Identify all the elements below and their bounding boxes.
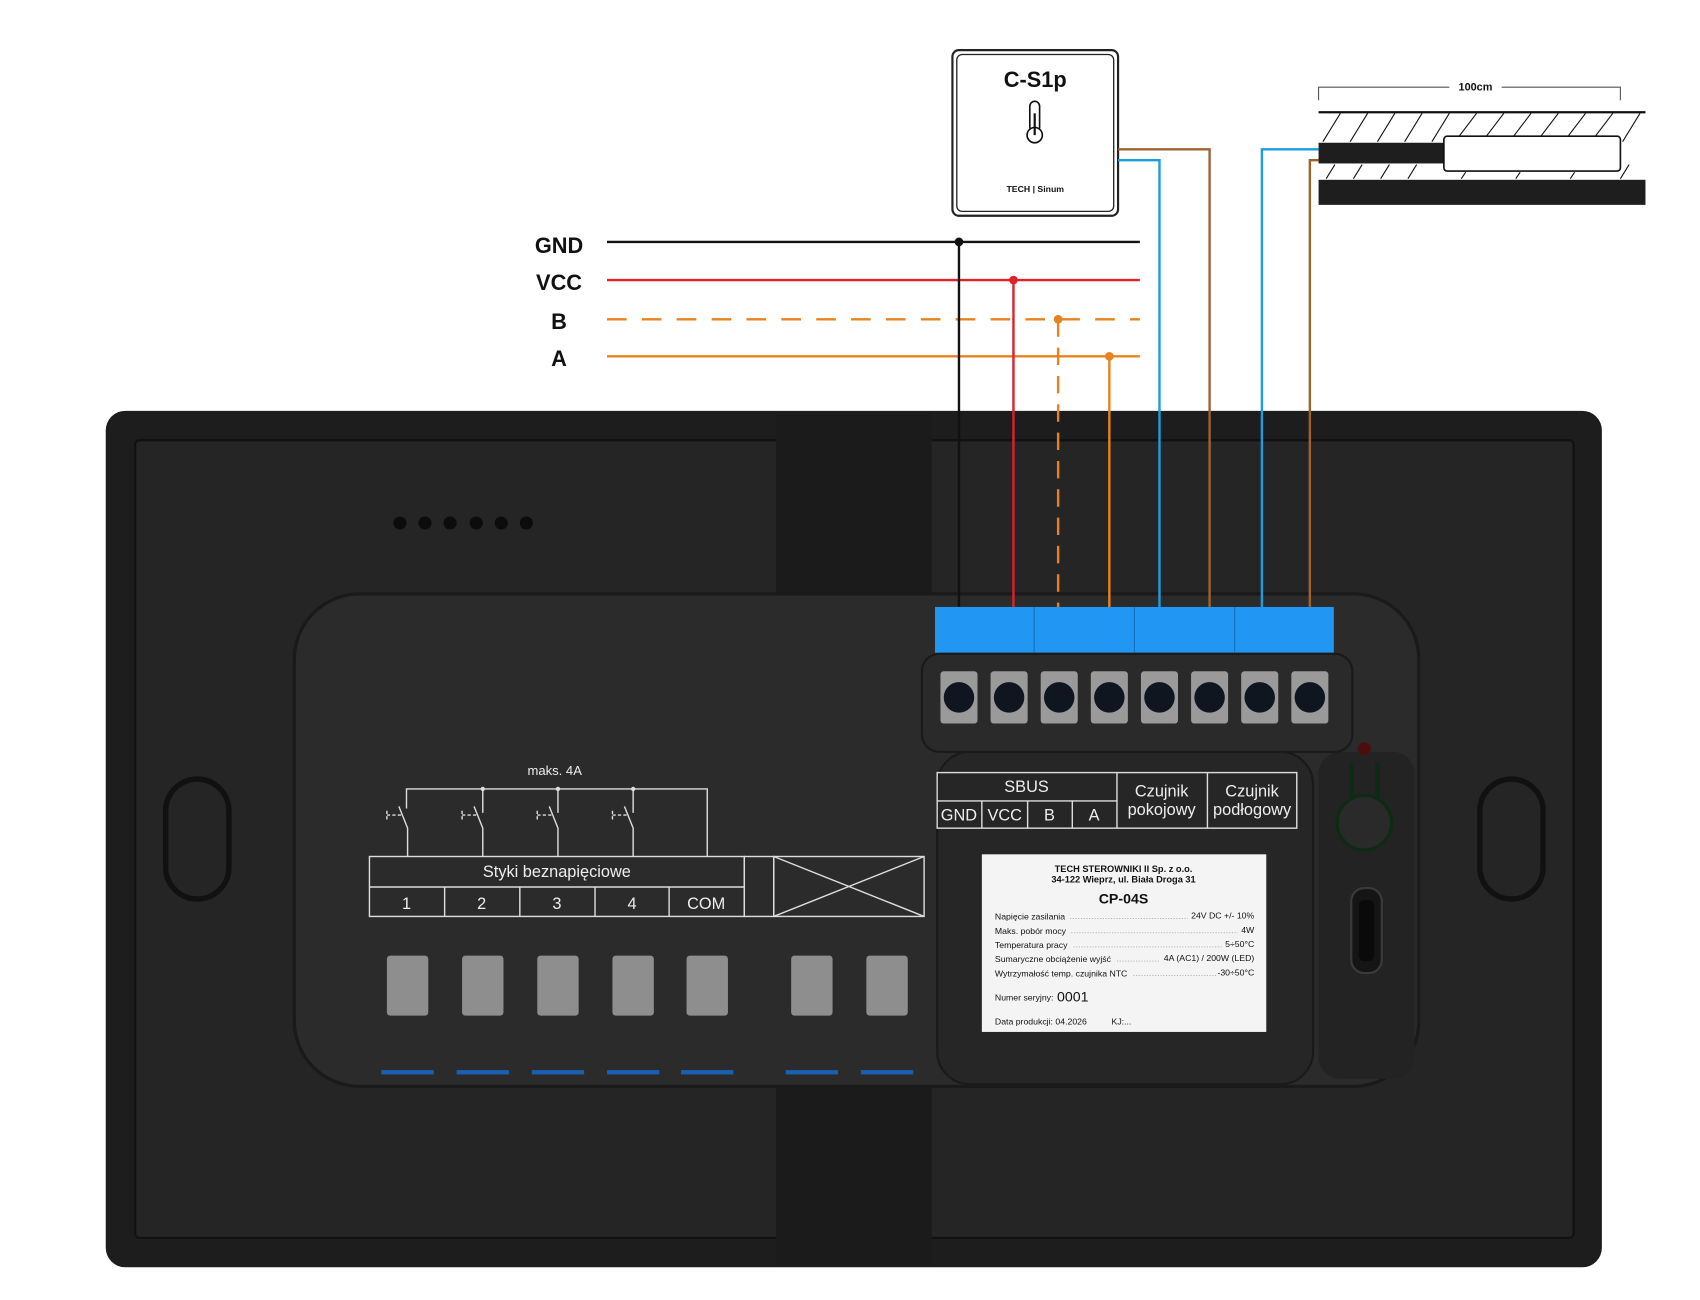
a-terminal-label: A	[1089, 807, 1100, 825]
vent-holes	[393, 516, 533, 530]
serial-label: Numer seryjny:	[995, 992, 1054, 1002]
button-guide	[1349, 762, 1380, 801]
gnd-label: GND	[535, 233, 583, 258]
company-name: TECH STEROWNIKI II Sp. z o.o.	[1055, 864, 1193, 874]
thermometer-icon	[1026, 100, 1044, 144]
contact-label: COM	[687, 895, 725, 913]
nameplate: TECH STEROWNIKI II Sp. z o.o. 34-122 Wie…	[981, 854, 1267, 1032]
spec-label: Wytrzymałość temp. czujnika NTC	[995, 968, 1127, 978]
screw	[1040, 671, 1078, 724]
production-date: Data produkcji: 04.2026	[995, 1016, 1087, 1026]
device-model: CP-04S	[1099, 891, 1149, 907]
reset-button[interactable]	[1335, 793, 1394, 852]
terminal-1	[386, 955, 429, 1016]
room-sensor: C-S1p TECH | Sinum	[951, 49, 1120, 217]
spec-value: 5÷50°C	[1225, 939, 1254, 949]
spec-value: 24V DC +/- 10%	[1191, 911, 1254, 921]
screw	[940, 671, 978, 724]
serial-number: 0001	[1057, 989, 1089, 1005]
status-led	[1357, 742, 1371, 756]
floor-sensor-label: Czujnik	[1225, 783, 1279, 801]
spec-label: Maks. pobór mocy	[995, 926, 1067, 936]
floor-sensor-length: 100cm	[1459, 81, 1493, 93]
screw	[1191, 671, 1229, 724]
relay-diagram: maks. 4A Styki beznapięciowe 1 2 3 4 COM	[368, 763, 925, 918]
kj-field: KJ:...	[1112, 1016, 1132, 1026]
screw	[1241, 671, 1279, 724]
mount-slot-left	[162, 776, 232, 902]
b-terminal-label: B	[1044, 807, 1055, 825]
contact-label: 4	[628, 895, 637, 913]
room-sensor-label: Czujnik	[1135, 783, 1189, 801]
wires	[954, 148, 1319, 607]
spec-value: -30÷50°C	[1217, 967, 1254, 977]
screw	[1090, 671, 1128, 724]
terminal-block	[920, 606, 1354, 753]
a-label: A	[551, 346, 567, 371]
terminal-com	[686, 955, 728, 1016]
relay-terminals[interactable]	[381, 955, 914, 1075]
gnd-terminal-label: GND	[941, 807, 977, 825]
spec-value: 4W	[1241, 925, 1255, 935]
relay-max-load: maks. 4A	[527, 763, 582, 778]
relay-title: Styki beznapięciowe	[483, 863, 631, 881]
vcc-label: VCC	[536, 270, 582, 295]
spec-label: Napięcie zasilania	[995, 912, 1065, 922]
floor-sensor: 100cm	[1318, 81, 1646, 205]
mount-slot-right	[1477, 776, 1546, 902]
terminal-2	[462, 955, 504, 1016]
sbus-label: SBUS	[1004, 778, 1049, 796]
screw	[1291, 671, 1329, 724]
terminal-4	[612, 955, 654, 1016]
terminal-3	[537, 955, 579, 1016]
screw	[1140, 671, 1178, 724]
screw	[990, 671, 1028, 724]
contact-label: 2	[477, 895, 486, 913]
room-sensor-model: C-S1p	[1004, 67, 1067, 92]
spec-value: 4A (AC1) / 200W (LED)	[1164, 953, 1255, 963]
terminal-screws[interactable]	[940, 671, 1329, 724]
room-sensor-brand: TECH | Sinum	[1006, 184, 1064, 194]
room-sensor-label: pokojowy	[1128, 801, 1197, 819]
contact-label: 3	[552, 895, 561, 913]
floor-sensor-label: podłogowy	[1213, 801, 1292, 819]
b-label: B	[551, 309, 567, 334]
terminal-label-table: SBUS GND VCC B A Czujnik pokojowy Czujni…	[936, 771, 1298, 829]
spec-label: Sumaryczne obciążenie wyjść	[995, 954, 1112, 964]
spec-label: Temperatura pracy	[995, 940, 1068, 950]
terminal-unused	[791, 955, 833, 1016]
usb-c-icon	[1358, 900, 1375, 962]
terminal-unused	[866, 955, 908, 1016]
company-address: 34-122 Wieprz, ul. Biała Droga 31	[1051, 875, 1195, 885]
vcc-terminal-label: VCC	[987, 807, 1022, 825]
contact-label: 1	[402, 895, 411, 913]
